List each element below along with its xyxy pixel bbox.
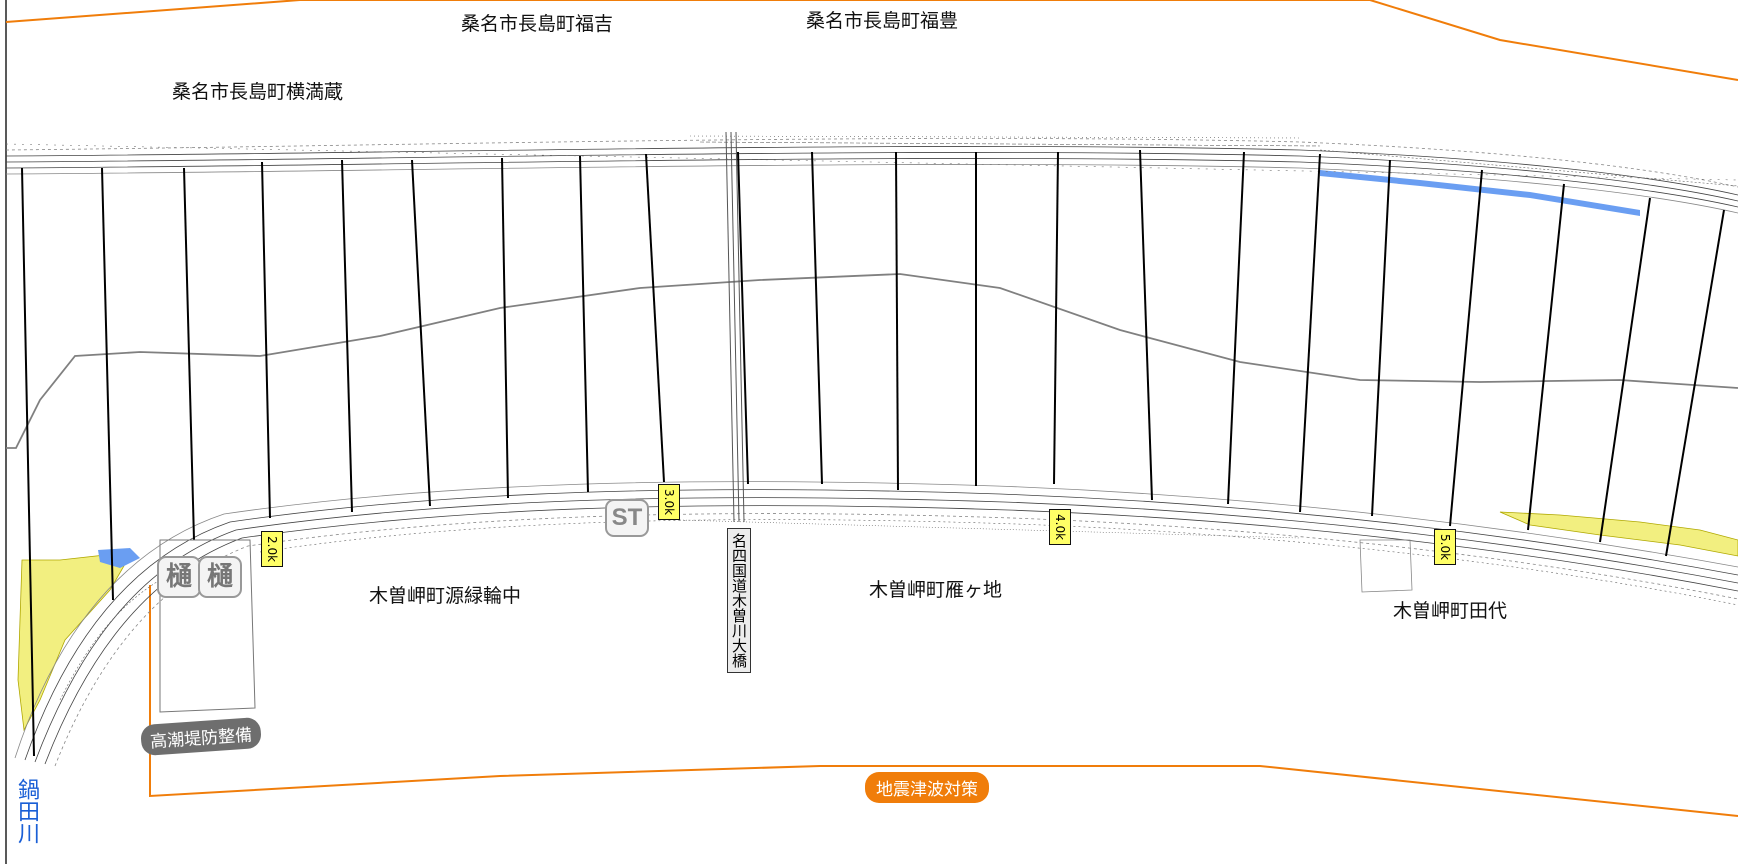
cross-section-line — [183, 167, 195, 541]
blue-water-channel — [1320, 170, 1640, 216]
km-marker-3-0: 3.0k — [658, 484, 680, 521]
river-label: 鍋田川 — [14, 778, 39, 844]
cross-section-line — [737, 151, 749, 485]
cross-section-lines — [21, 149, 1725, 757]
small-building-outline — [1359, 539, 1413, 593]
cross-section-line — [645, 153, 665, 483]
cross-section-line — [1665, 209, 1725, 557]
cross-section-line — [1527, 183, 1565, 531]
orange-boundary-bottom — [149, 585, 1738, 817]
cross-section-line — [1053, 151, 1059, 485]
sluice-icon: 樋 — [198, 556, 242, 598]
place-label-genroku: 木曽岬町源緑輪中 — [369, 585, 522, 607]
blue-water-left — [98, 548, 140, 568]
place-label-fukuyutaka: 桑名市長島町福豊 — [806, 10, 959, 32]
polder-outline — [159, 539, 256, 713]
north-levee — [5, 138, 1738, 214]
yellow-area-right — [1499, 511, 1738, 557]
place-label-gangachi: 木曽岬町雁ヶ地 — [869, 579, 1003, 601]
cross-section-line — [895, 151, 899, 491]
cross-section-line — [1599, 197, 1651, 543]
south-urban-hatch — [59, 519, 1738, 701]
place-label-tashiro: 木曽岬町田代 — [1393, 600, 1508, 622]
bridge-label: 名四国道木曽川大橋 — [727, 528, 751, 673]
yellow-area-left — [17, 551, 133, 732]
cross-section-line — [341, 159, 353, 513]
cross-section-line — [501, 157, 509, 499]
low-water-channel — [6, 273, 1738, 449]
cross-section-line — [261, 161, 271, 519]
cross-section-line — [1371, 159, 1391, 517]
earthquake-tsunami-label: 地震津波対策 — [865, 772, 989, 803]
cross-section-line — [579, 155, 589, 493]
km-marker-5-0: 5.0k — [1434, 529, 1456, 566]
pump-station-icon: ST — [605, 499, 649, 537]
orange-boundary-top — [5, 0, 1738, 81]
cross-section-line — [1139, 149, 1153, 501]
north-urban-hatch — [5, 135, 1738, 187]
cross-section-line — [1227, 151, 1245, 505]
cross-section-line — [1299, 153, 1321, 513]
km-marker-4-0: 4.0k — [1049, 509, 1071, 546]
cross-section-line — [101, 167, 114, 601]
cross-section-line — [411, 159, 431, 507]
cross-section-line — [1449, 169, 1483, 527]
sluice-icon: 樋 — [157, 556, 201, 598]
south-levee — [14, 481, 1738, 767]
cross-section-line — [811, 151, 823, 485]
place-label-yokomanzo: 桑名市長島町横満蔵 — [172, 81, 344, 103]
place-label-fukuyoshi: 桑名市長島町福吉 — [461, 13, 614, 35]
bridge-structure — [725, 131, 745, 523]
cross-section-line — [21, 167, 35, 757]
km-marker-2-0: 2.0k — [261, 531, 283, 568]
